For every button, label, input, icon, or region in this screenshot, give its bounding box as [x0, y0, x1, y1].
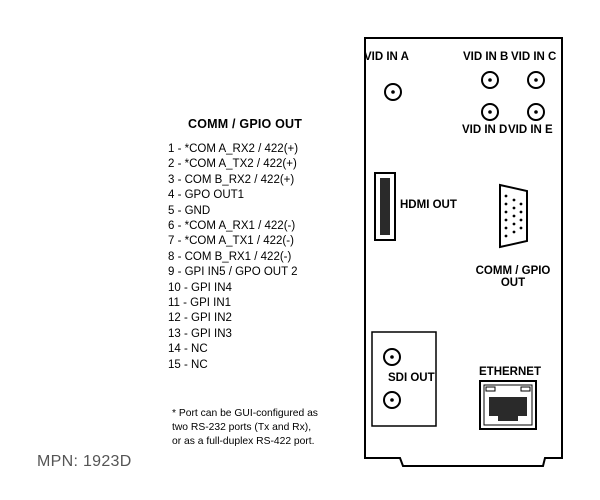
pin-item: 7 - *COM A_TX1 / 422(-) [168, 235, 294, 248]
pin-item: 6 - *COM A_RX1 / 422(-) [168, 220, 296, 233]
vid-in-a-connector[interactable] [384, 83, 402, 101]
comm-gpio-out-label-line1: COMM / GPIO [475, 265, 551, 277]
vid-in-b-label: VID IN B [463, 51, 509, 63]
vid-in-d-label: VID IN D [462, 124, 508, 136]
pin-item: 4 - GPO OUT1 [168, 189, 245, 202]
pin-item: 5 - GND [168, 204, 211, 217]
pin-item: 1 - *COM A_RX2 / 422(+) [168, 143, 299, 155]
pin-item: 14 - NC [168, 343, 208, 356]
note-line: * Port can be GUI-configured as [172, 408, 318, 419]
ethernet-label: ETHERNET [479, 366, 541, 378]
note-line: two RS-232 ports (Tx and Rx), [172, 422, 312, 433]
sdi-out-label: SDI OUT [388, 372, 435, 384]
config-note: * Port can be GUI-configured as two RS-2… [172, 407, 318, 449]
hdmi-out-label: HDMI OUT [400, 199, 457, 211]
vid-in-e-label: VID IN E [508, 124, 553, 136]
pin-item: 12 - GPI IN2 [168, 312, 232, 325]
vid-in-a-label: VID IN A [364, 51, 409, 63]
vid-in-d-connector[interactable] [481, 103, 499, 121]
comm-gpio-db15-connector[interactable] [499, 183, 528, 249]
pin-item: 11 - GPI IN1 [168, 297, 232, 310]
pinout-title: COMM / GPIO OUT [188, 117, 303, 131]
pin-item: 13 - GPI IN3 [168, 327, 232, 340]
sdi-out-connector-2[interactable] [383, 391, 401, 409]
pin-item: 15 - NC [168, 358, 208, 371]
ethernet-port[interactable] [479, 380, 537, 430]
pin-item: 8 - COM B_RX1 / 422(-) [168, 250, 292, 263]
sdi-out-connector-1[interactable] [383, 348, 401, 366]
comm-gpio-out-label-line2: OUT [500, 277, 526, 289]
vid-in-c-connector[interactable] [527, 71, 545, 89]
pin-list: 1 - *COM A_RX2 / 422(+) 2 - *COM A_TX2 /… [168, 142, 298, 373]
comm-gpio-out-label: COMM / GPIO OUT [470, 265, 556, 289]
note-line: or as a full-duplex RS-422 port. [172, 436, 315, 447]
hdmi-port[interactable] [374, 172, 396, 241]
vid-in-b-connector[interactable] [481, 71, 499, 89]
pin-item: 10 - GPI IN4 [168, 281, 232, 294]
sdi-out-box [371, 331, 437, 427]
pin-item: 3 - COM B_RX2 / 422(+) [168, 173, 295, 186]
vid-in-c-label: VID IN C [511, 51, 557, 63]
mpn-label: MPN: 1923D [37, 453, 132, 470]
pin-item: 9 - GPI IN5 / GPO OUT 2 [168, 266, 298, 279]
vid-in-e-connector[interactable] [527, 103, 545, 121]
pin-item: 2 - *COM A_TX2 / 422(+) [168, 158, 297, 171]
